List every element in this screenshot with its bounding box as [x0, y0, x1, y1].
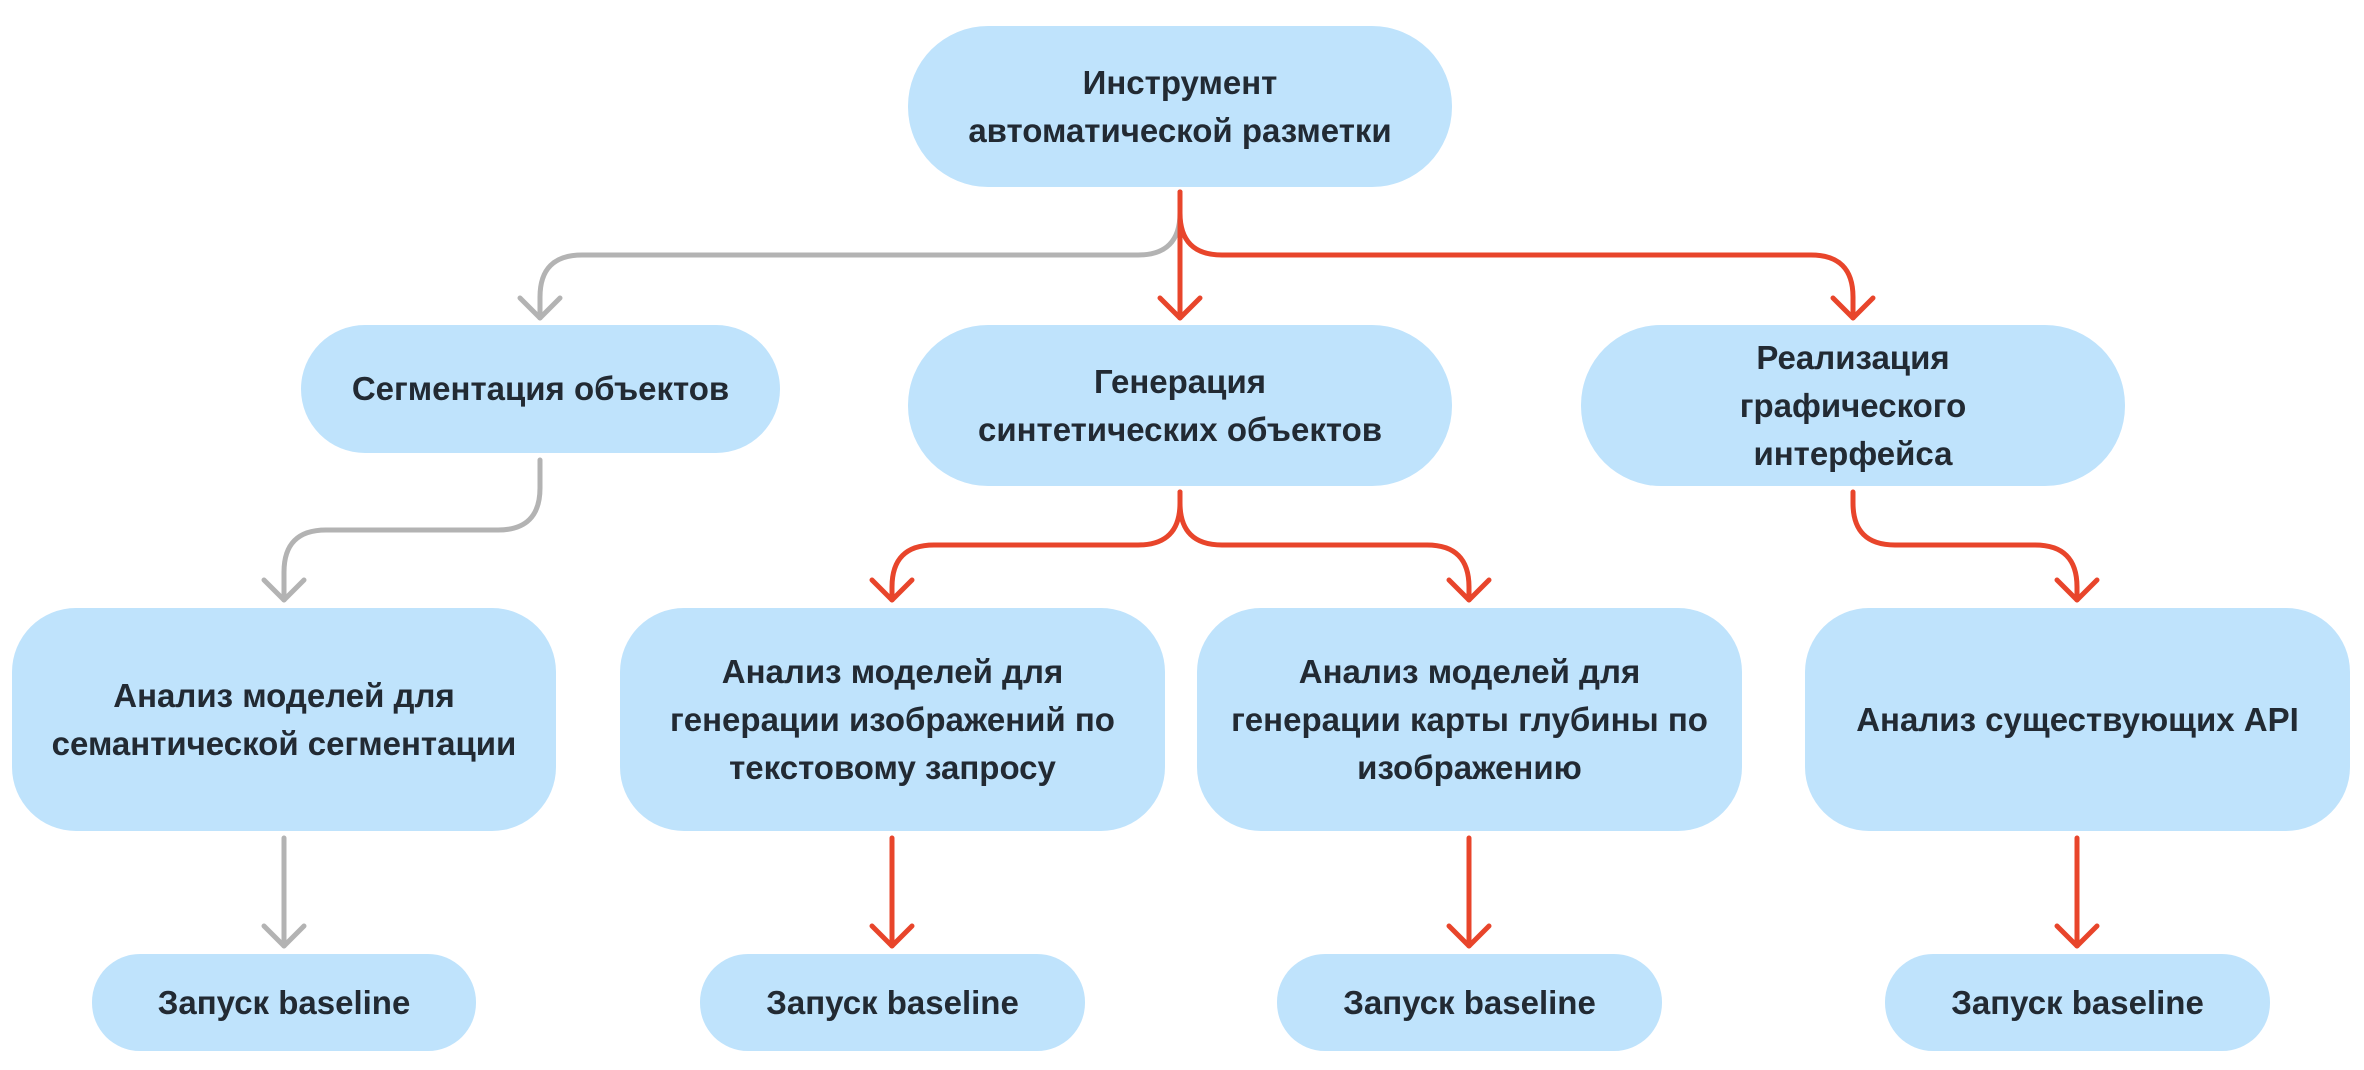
arrowhead-icon — [2054, 577, 2100, 603]
node-baseline-3-label: Запуск baseline — [1343, 983, 1596, 1021]
node-segmentation-label: Сегментация объектов — [351, 370, 730, 407]
node-analysis-semseg: Анализ моделей для семантической сегмент… — [12, 608, 556, 831]
arrowhead-icon — [2054, 923, 2100, 949]
node-root: Инструмент автоматической разметки — [908, 26, 1452, 187]
edge-root-to-gui — [1177, 189, 1876, 321]
edge-gui-to-analysis_api — [1850, 489, 2100, 603]
node-baseline-4-label: Запуск baseline — [1951, 983, 2204, 1021]
arrowhead-icon — [1157, 295, 1203, 321]
node-gui-label: Реализация графического интерфейса — [1739, 338, 1967, 472]
node-baseline-2-label: Запуск baseline — [766, 983, 1019, 1021]
node-analysis-depth: Анализ моделей для генерации карты глуби… — [1197, 608, 1742, 831]
node-analysis-depth-label: Анализ моделей для генерации карты глуби… — [1231, 652, 1708, 786]
edge-analysis_semseg-to-baseline_1 — [261, 835, 307, 949]
node-baseline-3: Запуск baseline — [1277, 954, 1662, 1051]
node-analysis-api-label: Анализ существующих API — [1856, 700, 2299, 738]
arrowhead-icon — [869, 923, 915, 949]
edge-line — [537, 189, 1183, 321]
node-baseline-2: Запуск baseline — [700, 954, 1085, 1051]
edge-line — [889, 489, 1183, 603]
arrowhead-icon — [1446, 923, 1492, 949]
arrowhead-icon — [1446, 577, 1492, 603]
edge-analysis_depth-to-baseline_3 — [1446, 835, 1492, 949]
node-analysis-text2img-label: Анализ моделей для генерации изображений… — [670, 652, 1115, 786]
node-baseline-4: Запуск baseline — [1885, 954, 2270, 1051]
node-analysis-text2img: Анализ моделей для генерации изображений… — [620, 608, 1165, 831]
edge-analysis_text2img-to-baseline_2 — [869, 835, 915, 949]
arrowhead-icon — [517, 295, 563, 321]
edge-line — [281, 457, 543, 603]
node-analysis-semseg-label: Анализ моделей для семантической сегмент… — [51, 676, 517, 762]
node-baseline-1-label: Запуск baseline — [157, 983, 411, 1021]
arrowhead-icon — [261, 923, 307, 949]
node-synthetic-label: Генерация синтетических объектов — [977, 362, 1383, 448]
node-baseline-1: Запуск baseline — [92, 954, 476, 1051]
edge-root-to-segmentation — [517, 189, 1183, 321]
arrowhead-icon — [1830, 295, 1876, 321]
node-gui: Реализация графического интерфейса — [1581, 325, 2125, 486]
node-synthetic: Генерация синтетических объектов — [908, 325, 1452, 486]
edge-line — [1177, 489, 1472, 603]
arrowhead-icon — [261, 577, 307, 603]
edge-line — [1177, 189, 1856, 321]
node-analysis-api: Анализ существующих API — [1805, 608, 2350, 831]
edge-synthetic-to-analysis_depth — [1177, 489, 1492, 603]
node-root-label: Инструмент автоматической разметки — [968, 63, 1392, 149]
edge-line — [1850, 489, 2080, 603]
node-segmentation: Сегментация объектов — [301, 325, 780, 453]
edge-synthetic-to-analysis_text2img — [869, 489, 1183, 603]
arrowhead-icon — [869, 577, 915, 603]
edge-analysis_api-to-baseline_4 — [2054, 835, 2100, 949]
edge-segmentation-to-analysis_semseg — [261, 457, 543, 603]
